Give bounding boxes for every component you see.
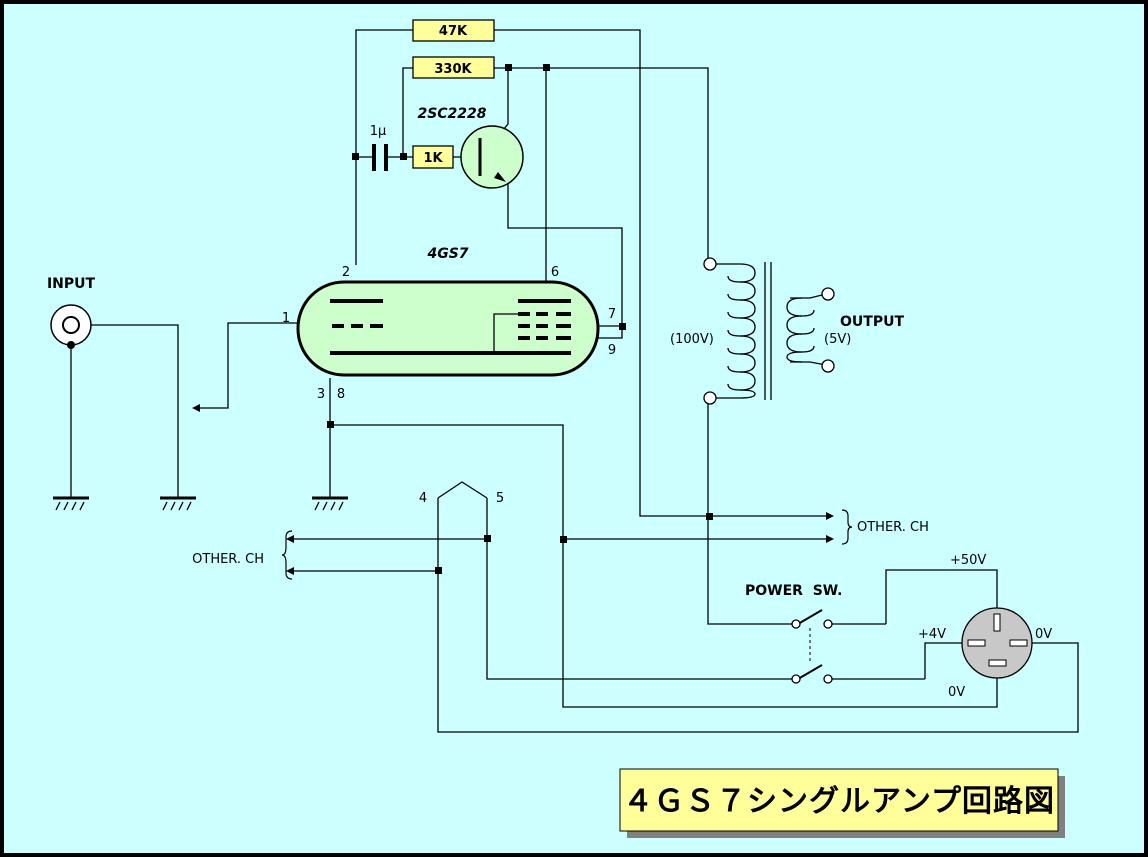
transistor-2sc2228: 2SC2228: [417, 106, 524, 189]
pin-6: 6: [551, 265, 559, 280]
pin-2: 2: [342, 265, 350, 280]
tube-label: 4GS7: [426, 246, 468, 262]
braces: [281, 509, 853, 580]
capacitor-label: 1μ: [370, 124, 387, 139]
labels: INPUT OUTPUT (100V) (5V) OTHER. CH OTHER…: [47, 276, 1052, 700]
input-label: INPUT: [47, 276, 96, 292]
diagram-background: [4, 4, 1144, 853]
resistor-47k-label: 47K: [439, 24, 468, 39]
junction-dots: [327, 64, 713, 574]
pin-9: 9: [608, 343, 616, 358]
plus-4v-label: +4V: [918, 627, 946, 642]
diagram-title: ４ＧＳ７シングルアンプ回路図: [623, 784, 1055, 819]
other-ch-left-label: OTHER. CH: [192, 552, 264, 567]
zero-v-right-label: 0V: [1035, 627, 1052, 642]
pin-3: 3: [317, 387, 325, 402]
pin-1: 1: [282, 311, 290, 326]
title-box: ４ＧＳ７シングルアンプ回路図: [619, 768, 1065, 838]
resistor-47k: 47K: [412, 19, 495, 42]
ground-symbols: [53, 496, 348, 511]
secondary-voltage-label: (5V): [824, 332, 851, 347]
pin-8: 8: [337, 387, 345, 402]
other-ch-right-label: OTHER. CH: [857, 520, 929, 535]
power-switch: [797, 609, 823, 680]
resistor-330k: 330K: [412, 56, 495, 79]
arrowheads: [192, 404, 834, 575]
power-switch-label: POWER SW.: [745, 583, 842, 599]
resistor-1k: 1K: [412, 145, 454, 169]
pin-4: 4: [419, 491, 427, 506]
tube-4gs7: 4GS7: [296, 246, 600, 377]
output-label: OUTPUT: [840, 314, 904, 330]
primary-voltage-label: (100V): [670, 332, 714, 347]
output-transformer: [703, 257, 835, 405]
pin-numbers: 1 2 6 7 9 3 8 4 5: [282, 265, 616, 506]
wires: [70, 29, 1079, 733]
resistor-330k-label: 330K: [434, 62, 472, 77]
power-connector: [961, 607, 1033, 679]
resistor-1k-label: 1K: [423, 151, 443, 166]
transistor-label: 2SC2228: [417, 106, 486, 122]
capacitor: 1μ: [370, 124, 388, 171]
plus-50v-label: +50V: [950, 553, 986, 568]
zero-v-bottom-label: 0V: [948, 685, 965, 700]
pin-7: 7: [608, 307, 616, 322]
switch-contacts: [791, 619, 833, 684]
pin-5: 5: [496, 491, 504, 506]
input-jack: [50, 304, 92, 349]
